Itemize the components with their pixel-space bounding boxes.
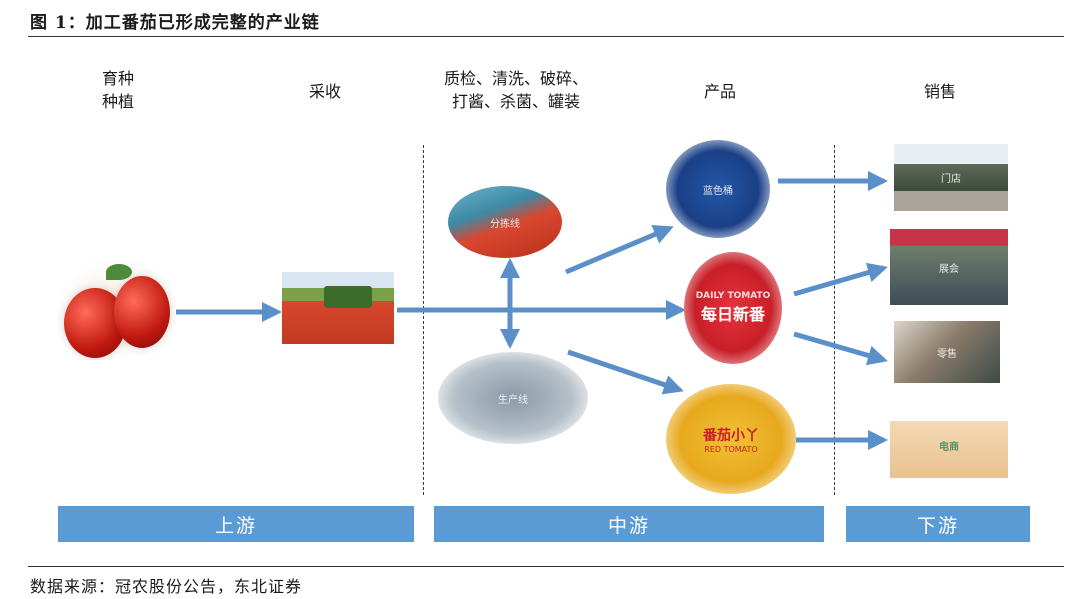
leaf-icon xyxy=(106,264,132,280)
storefront-photo: 门店 xyxy=(894,144,1008,211)
tomato-can-brand-en: DAILY TOMATO xyxy=(696,291,771,301)
expo-photo: 展会 xyxy=(890,229,1008,305)
sorting-line-photo: 分拣线 xyxy=(448,186,562,258)
sorting-line-caption: 分拣线 xyxy=(490,215,520,230)
arrow-can-to-expo xyxy=(794,268,884,294)
segment-upstream: 上游 xyxy=(58,506,414,542)
barrels-caption: 蓝色桶 xyxy=(703,182,733,197)
online-shop-photo: 电商 xyxy=(890,412,1008,478)
bottom-rule xyxy=(28,566,1064,567)
tomato-can-photo: DAILY TOMATO 每日新番 xyxy=(684,252,782,364)
snack-bags-photo: 番茄小丫 RED TOMATO xyxy=(666,384,796,494)
retail-caption: 零售 xyxy=(937,345,957,360)
segment-midstream: 中游 xyxy=(434,506,824,542)
arrow-can-to-retail xyxy=(794,334,884,360)
tomatoes-photo xyxy=(58,258,176,360)
arrow-to-barrels xyxy=(566,228,670,272)
tomato-icon xyxy=(114,276,170,348)
factory-line-photo: 生产线 xyxy=(438,352,588,444)
snack-bags-brand: 番茄小丫 xyxy=(703,425,759,445)
retail-photo: 零售 xyxy=(894,321,1000,383)
online-shop-caption: 电商 xyxy=(939,438,959,453)
segment-downstream: 下游 xyxy=(846,506,1030,542)
harvester-photo xyxy=(282,272,394,344)
tomato-can-brand: 每日新番 xyxy=(701,301,765,325)
expo-caption: 展会 xyxy=(939,260,959,275)
snack-bags-brand-en: RED TOMATO xyxy=(704,445,757,454)
storefront-caption: 门店 xyxy=(941,170,961,185)
barrels-photo: 蓝色桶 xyxy=(666,140,770,238)
source-note: 数据来源：冠农股份公告，东北证券 xyxy=(30,573,302,597)
harvester-icon xyxy=(324,286,372,308)
factory-line-caption: 生产线 xyxy=(498,391,528,406)
